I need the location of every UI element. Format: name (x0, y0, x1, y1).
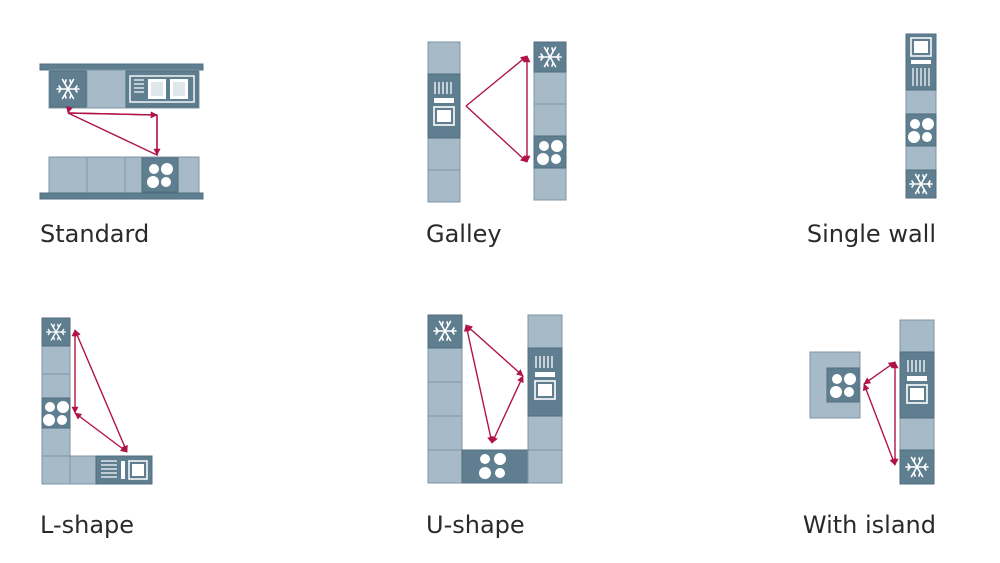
l-shape-layout (41, 317, 153, 485)
standard-layout (39, 63, 204, 200)
galley-layout (427, 41, 567, 203)
cooktop-icon (461, 449, 529, 484)
u-shape-label: U-shape (426, 511, 525, 539)
cooktop-icon (141, 157, 179, 193)
sink-icon (427, 73, 461, 139)
cooktop-icon (826, 367, 860, 403)
galley-label: Galley (426, 220, 502, 248)
single-wall-label: Single wall (806, 220, 936, 248)
l-shape-label: L-shape (40, 511, 135, 539)
with-island-label: With island (802, 511, 936, 539)
sink-icon (527, 347, 563, 417)
with-island-layout (809, 319, 935, 485)
u-shape-layout (427, 314, 563, 484)
standard-label: Standard (40, 220, 150, 248)
single-wall-layout (905, 33, 937, 199)
